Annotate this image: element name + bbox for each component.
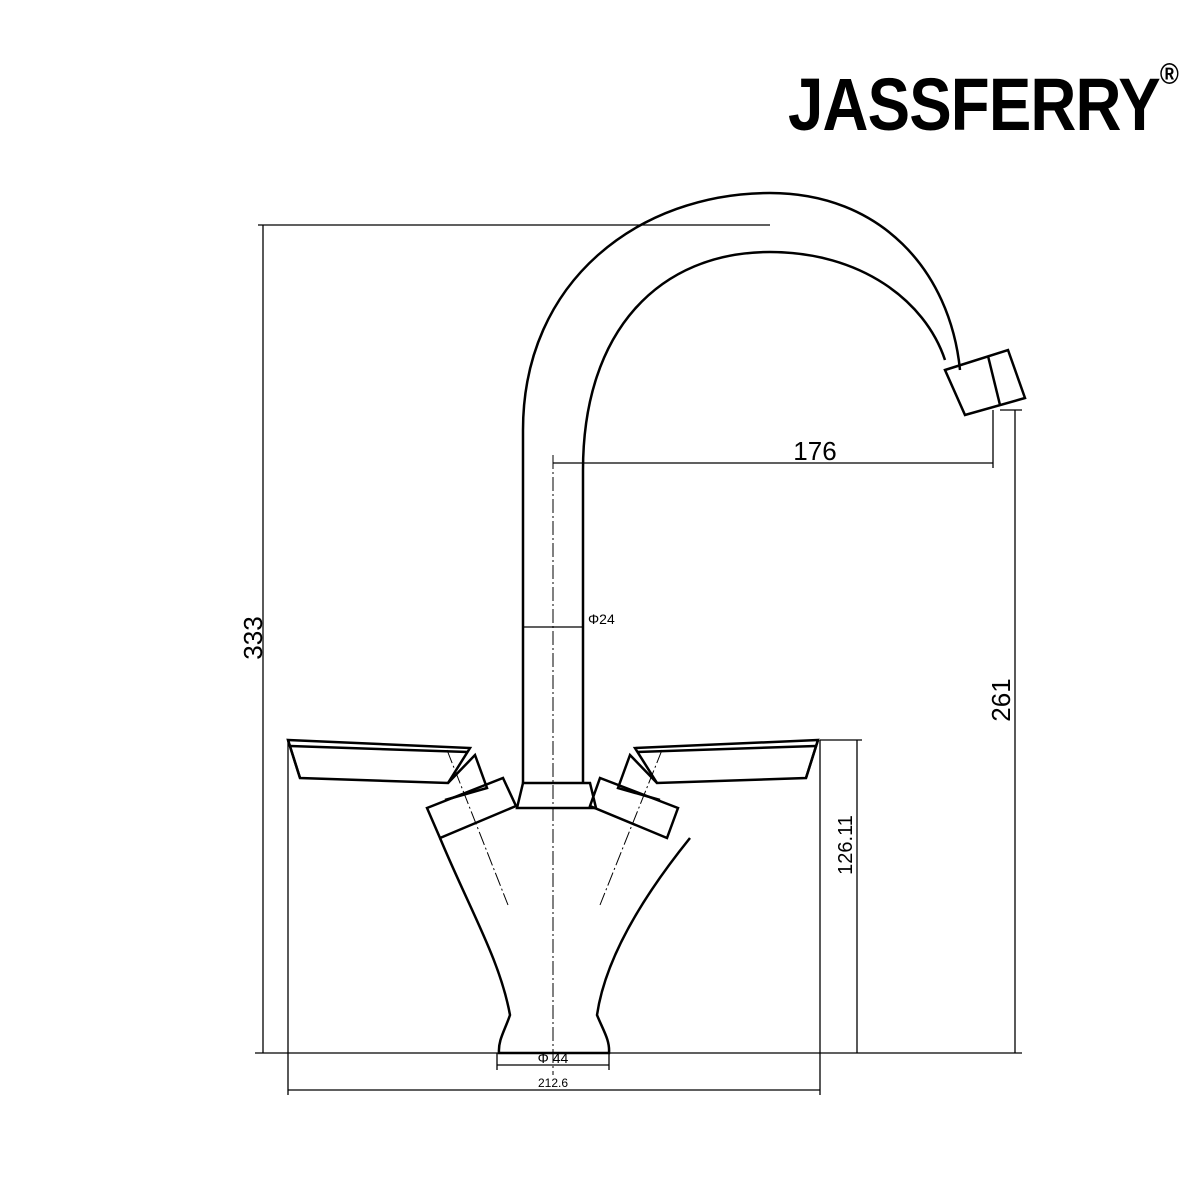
registered-mark: ® <box>1159 58 1179 91</box>
dim-212-6: 212.6 <box>538 1076 568 1090</box>
right-cap <box>588 776 680 840</box>
left-handle-stem <box>444 752 489 802</box>
brand-name: JASSFERRY <box>788 63 1161 146</box>
center-collar <box>515 781 598 810</box>
dim-333: 333 <box>238 616 268 659</box>
dim-phi44: Φ 44 <box>538 1050 569 1066</box>
dim-phi24: Φ24 <box>588 611 615 627</box>
dimension-lines <box>255 224 1022 1095</box>
dim-176: 176 <box>793 436 836 466</box>
center-lines <box>446 455 663 1075</box>
spout-outer <box>521 191 962 783</box>
dim-126-11: 126.11 <box>835 815 857 875</box>
spout-nozzle <box>943 348 1027 417</box>
dim-261: 261 <box>986 678 1016 721</box>
faucet-outline <box>286 191 1027 1055</box>
spout-inner <box>581 250 947 783</box>
left-cap <box>425 776 518 840</box>
left-body <box>438 837 691 1055</box>
brand-logo: JASSFERRY® <box>788 58 1179 147</box>
